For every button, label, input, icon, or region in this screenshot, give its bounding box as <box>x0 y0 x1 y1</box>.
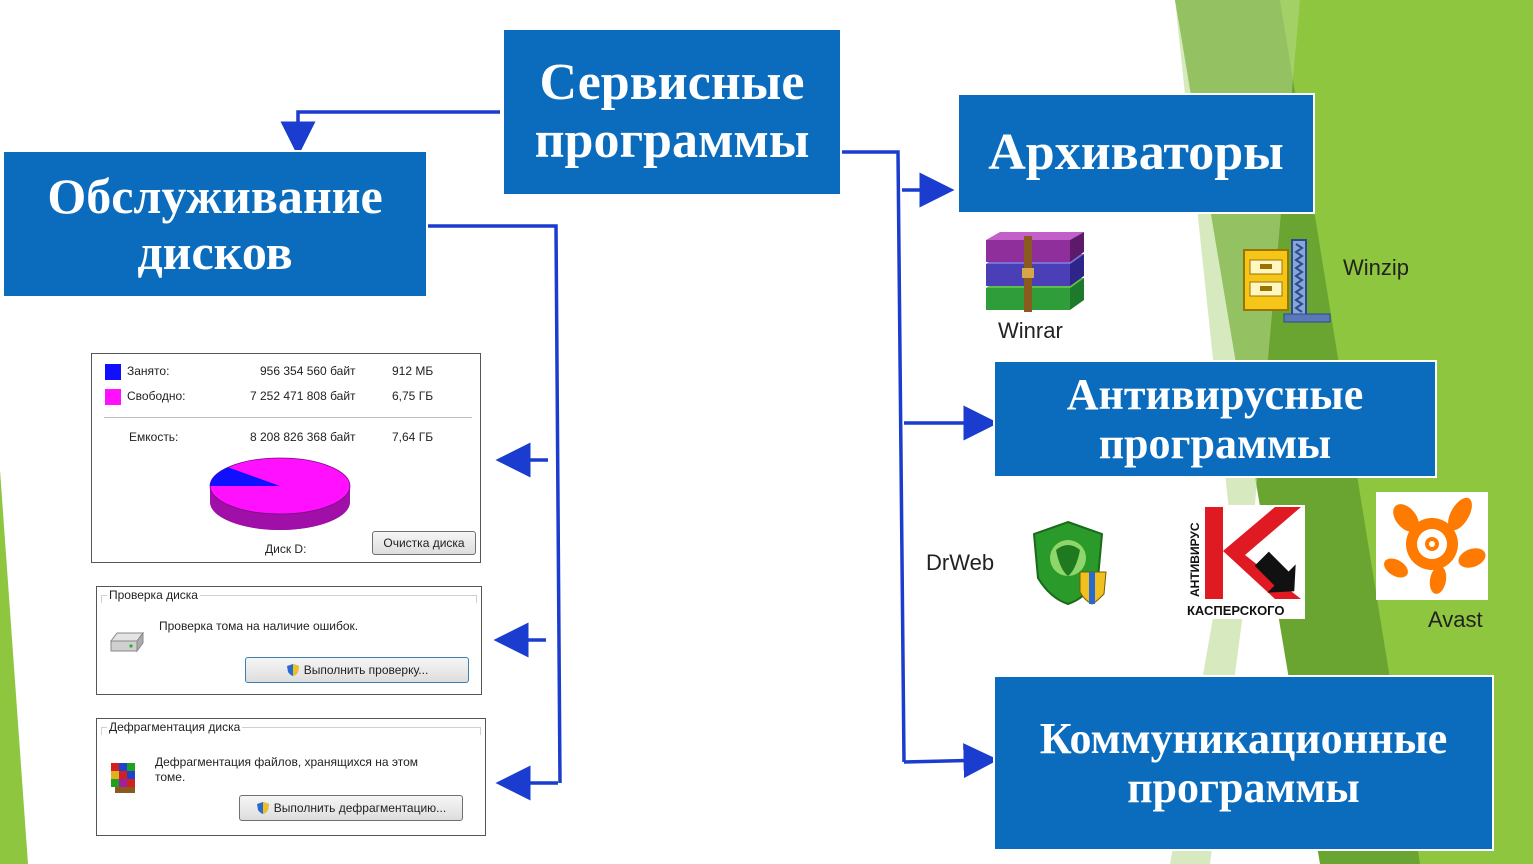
capacity-label: Емкость: <box>129 430 179 444</box>
check-disk-panel: Проверка диска Проверка тома на наличие … <box>96 586 482 695</box>
divider <box>104 417 472 418</box>
disk-cleanup-button[interactable]: Очистка диска <box>372 531 476 555</box>
disk-name: Диск D: <box>265 542 307 556</box>
winzip-icon <box>1243 239 1331 323</box>
node-service-programs-label: Сервисные программы <box>534 53 810 169</box>
check-group-frame <box>101 595 477 603</box>
free-bytes: 7 252 471 808 байт <box>250 389 356 403</box>
node-archivers-label: Архиваторы <box>988 124 1284 182</box>
connector-service-trunk <box>842 150 906 763</box>
kaspersky-vertical-text: АНТИВИРУС <box>1188 522 1202 597</box>
winzip-label: Winzip <box>1343 255 1410 280</box>
disk-cleanup-button-label: Очистка диска <box>383 536 465 550</box>
node-disk-maintenance: Обслуживание дисков <box>2 150 428 298</box>
capacity-size: 7,64 ГБ <box>392 430 434 444</box>
node-disk-maintenance-label: Обслуживание дисков <box>47 168 383 280</box>
defrag-group-frame <box>101 727 481 735</box>
defrag-panel: Дефрагментация диска Дефрагментация файл… <box>96 718 486 836</box>
winrar-icon <box>986 232 1084 312</box>
node-service-programs: Сервисные программы <box>502 28 842 196</box>
free-color-swatch <box>105 389 121 405</box>
connector-disk-trunk <box>427 224 562 784</box>
check-title: Проверка диска <box>107 588 200 602</box>
check-description: Проверка тома на наличие ошибок. <box>159 619 359 633</box>
used-size: 912 МБ <box>392 364 434 378</box>
used-label: Занято: <box>127 364 170 378</box>
node-communication: Коммуникационные программы <box>993 675 1494 851</box>
run-check-button-label: Выполнить проверку... <box>303 663 429 677</box>
pie-top-used <box>210 467 280 486</box>
arrow-to-comm <box>903 743 999 779</box>
run-defrag-button[interactable]: Выполнить дефрагментацию... <box>239 795 463 821</box>
avast-logo-icon <box>1376 492 1488 600</box>
disk-usage-pie <box>209 457 351 530</box>
drweb-label: DrWeb <box>926 550 995 575</box>
defrag-description: Дефрагментация файлов, хранящихся на это… <box>155 755 419 784</box>
run-defrag-button-label: Выполнить дефрагментацию... <box>273 801 447 815</box>
green-corner-left <box>0 470 28 864</box>
winrar-label: Winrar <box>998 318 1063 343</box>
node-communication-label: Коммуникационные программы <box>1039 713 1448 812</box>
node-archivers: Архиваторы <box>957 93 1315 214</box>
kaspersky-logo-icon: АНТИВИРУС КАСПЕРСКОГО <box>1183 505 1305 619</box>
free-label: Свободно: <box>127 389 186 403</box>
hard-drive-icon <box>110 631 144 653</box>
free-size: 6,75 ГБ <box>392 389 434 403</box>
drweb-shield-icon <box>1032 520 1107 606</box>
defrag-icon <box>111 763 135 793</box>
disk-properties-panel: Занято: 956 354 560 байт 912 МБ Свободно… <box>91 353 481 563</box>
run-check-button[interactable]: Выполнить проверку... <box>245 657 469 683</box>
defrag-title: Дефрагментация диска <box>107 720 243 734</box>
connector-service-disk <box>280 110 500 157</box>
uac-shield-icon <box>256 802 269 814</box>
uac-shield-icon <box>286 664 299 676</box>
node-antivirus: Антивирусные программы <box>993 360 1437 478</box>
kaspersky-bottom-text: КАСПЕРСКОГО <box>1187 603 1285 618</box>
used-bytes: 956 354 560 байт <box>260 364 356 378</box>
capacity-bytes: 8 208 826 368 байт <box>250 430 356 444</box>
node-antivirus-label: Антивирусные программы <box>1066 369 1364 468</box>
used-color-swatch <box>105 364 121 380</box>
avast-label: Avast <box>1428 607 1483 632</box>
